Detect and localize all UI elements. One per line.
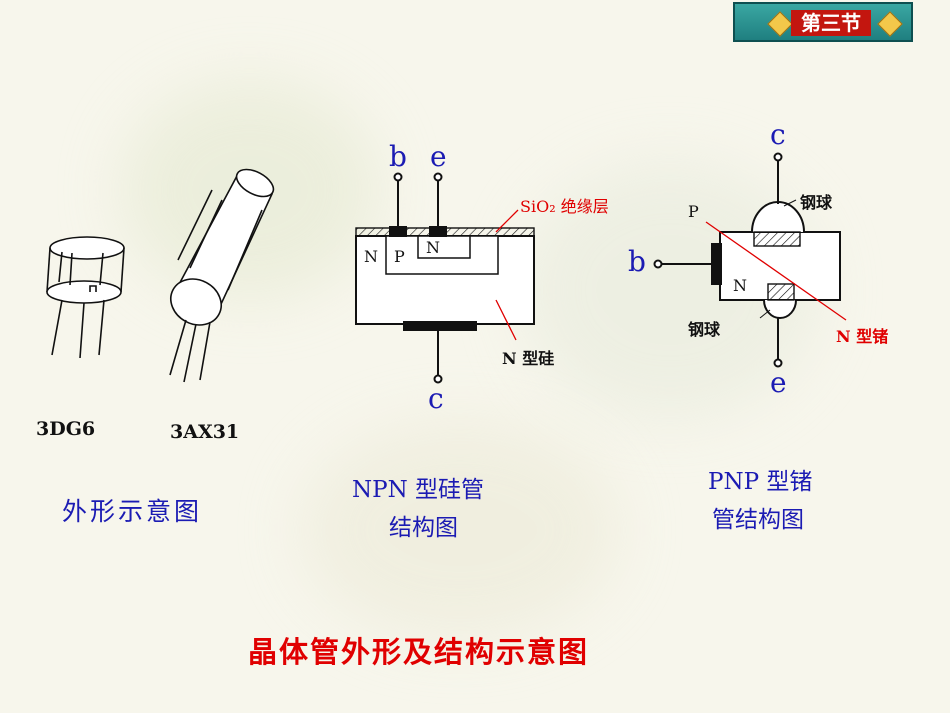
label-3dg6: 3DG6	[36, 418, 96, 440]
label-steel-ball-top: 钢球	[800, 193, 833, 212]
pnp-terminal-c: c	[770, 118, 786, 151]
npn-region-n-emitter: N	[426, 238, 440, 257]
npn-region-n: N	[364, 247, 378, 266]
caption-shapes: 外形示意图	[62, 497, 203, 526]
pnp-region-n: N	[733, 276, 747, 295]
caption-npn-line1: NPN 型硅管	[352, 477, 485, 503]
pnp-terminal-e: e	[770, 366, 787, 399]
pnp-terminal-b: b	[628, 245, 646, 278]
label-sio2-insulation: SiO₂ 绝缘层	[520, 197, 609, 216]
label-steel-ball-bottom: 钢球	[688, 320, 721, 339]
label-n-germanium: N 型锗	[836, 327, 889, 346]
transistor-3dg6-shape	[46, 236, 125, 359]
npn-region-p: P	[394, 247, 405, 266]
page-title: 晶体管外形及结构示意图	[248, 635, 590, 669]
caption-npn-line2: 结构图	[389, 515, 458, 541]
npn-terminal-c: c	[428, 382, 444, 415]
caption-pnp-line2: 管结构图	[712, 507, 804, 533]
caption-pnp-line1: PNP 型锗	[708, 469, 813, 495]
label-n-silicon: N 型硅	[502, 349, 555, 368]
pnp-structure	[653, 152, 847, 368]
section-label: 第三节	[791, 10, 871, 36]
npn-terminal-e: e	[430, 140, 447, 173]
pnp-region-p: P	[688, 202, 699, 221]
npn-terminal-b: b	[389, 140, 407, 173]
background-blob	[300, 420, 620, 640]
transistor-3ax31-shape	[169, 168, 275, 383]
npn-structure	[355, 172, 535, 384]
section-badge: 第三节	[733, 2, 913, 42]
label-3ax31: 3AX31	[170, 421, 240, 443]
